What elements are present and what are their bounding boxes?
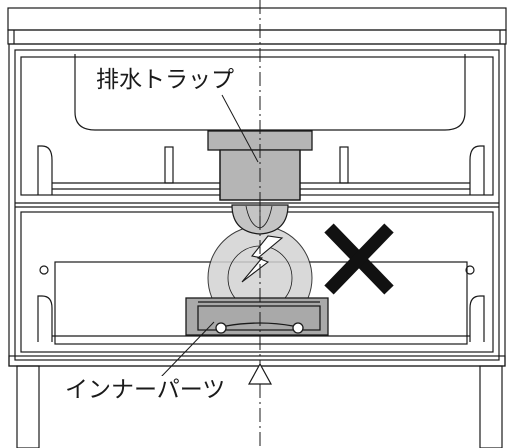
drain-trap — [207, 130, 313, 201]
inner-parts-leader — [159, 321, 215, 379]
inner-parts-label: インナーパーツ — [62, 376, 229, 404]
lightning-crack-icon — [241, 235, 284, 283]
inner-parts — [185, 297, 329, 336]
cabinet-base-strip — [8, 355, 506, 367]
leg-right — [479, 365, 503, 448]
drain-trap-leader — [221, 94, 259, 163]
x-mark-icon — [324, 223, 394, 295]
countertop — [7, 7, 507, 31]
center-triangle-icon — [247, 362, 273, 385]
drain-trap-label: 排水トラップ — [93, 66, 237, 94]
sink-bowl — [74, 54, 466, 131]
leg-left — [16, 365, 40, 448]
countertop-lower-edge — [7, 29, 507, 45]
